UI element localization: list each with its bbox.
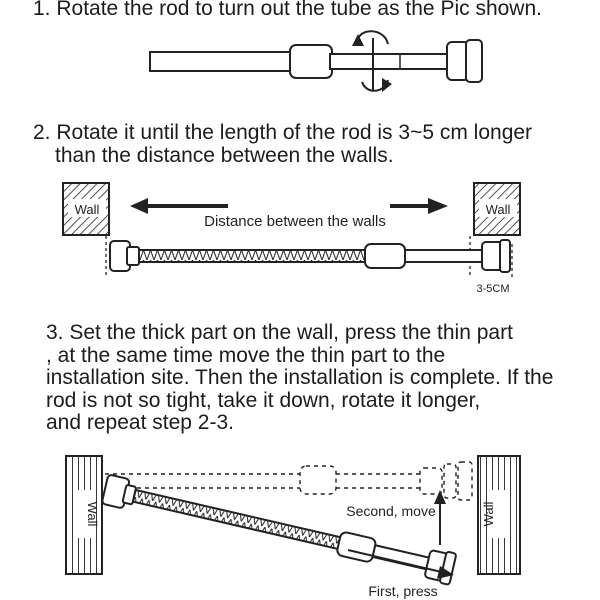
move-up-arrow-icon bbox=[434, 490, 446, 545]
rotate-arrow-icon bbox=[352, 30, 392, 92]
wall-right: Wall bbox=[473, 182, 521, 236]
step-3-text: 3. Set the thick part on the wall, press… bbox=[46, 321, 600, 435]
step-3-line: installation site. Then the installation… bbox=[46, 366, 554, 389]
press-arrow-icon bbox=[347, 549, 454, 579]
step-3-line: and repeat step 2-3. bbox=[46, 411, 234, 434]
first-press-label: First, press bbox=[368, 583, 437, 599]
wall-left-3: Wall bbox=[65, 455, 103, 575]
wall-right-3: Wall bbox=[477, 455, 521, 575]
step-2-line-1: 2. Rotate it until the length of the rod… bbox=[33, 121, 533, 144]
diagram-2: Wall Wall Distance between the walls 3- bbox=[62, 182, 521, 295]
extra-length-label: 3-5CM bbox=[476, 283, 509, 295]
diagram-1-rod bbox=[149, 30, 483, 92]
tilted-rod bbox=[101, 474, 457, 586]
wall-right-label: Wall bbox=[486, 202, 511, 217]
step-2-text: 2. Rotate it until the length of the rod… bbox=[33, 121, 600, 167]
distance-label: Distance between the walls bbox=[204, 213, 386, 230]
diagram-3: Wall Wall Second, move bbox=[65, 455, 521, 599]
step-3-line: 3. Set the thick part on the wall, press… bbox=[46, 321, 513, 344]
target-position-outline bbox=[105, 461, 473, 501]
right-arrow-icon bbox=[390, 198, 448, 214]
step-3-line: , at the same time move the thin part to… bbox=[46, 343, 446, 367]
step-3-line: rod is not so tight, take it down, rotat… bbox=[46, 388, 481, 412]
wall-left: Wall bbox=[62, 182, 110, 236]
second-move-label: Second, move bbox=[346, 503, 436, 519]
wall-right-3-label: Wall bbox=[481, 501, 496, 526]
step-2-line-2: than the distance between the walls. bbox=[55, 143, 394, 167]
left-arrow-icon bbox=[130, 198, 228, 214]
wall-left-3-label: Wall bbox=[85, 502, 100, 527]
step-1-text: 1. Rotate the rod to turn out the tube a… bbox=[33, 0, 542, 20]
wall-left-label: Wall bbox=[75, 202, 100, 217]
